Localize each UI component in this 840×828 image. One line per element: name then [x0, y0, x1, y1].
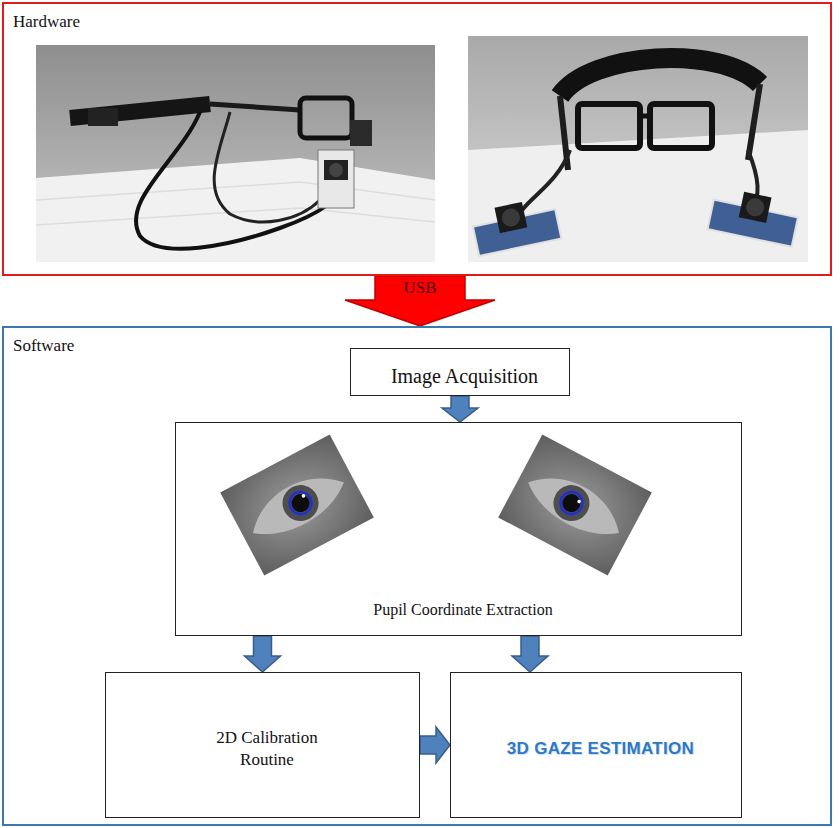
output-box: 3D GAZE ESTIMATION [450, 672, 742, 818]
flow-arrow [245, 636, 281, 672]
process-box: 2D Calibration Routine [105, 672, 420, 818]
usb-arrow [345, 276, 495, 326]
flow-arrow [420, 727, 450, 763]
flow-arrow [442, 396, 478, 422]
process-box: Image Acquisition [350, 348, 570, 396]
software-panel: SoftwareImage AcquisitionPupil Coordinat… [2, 326, 832, 826]
hardware-photo-front [468, 36, 808, 262]
box-label: 2D Calibration Routine [197, 727, 337, 771]
panel-heading: Software [13, 336, 74, 356]
hardware-panel: Hardware [2, 2, 832, 276]
eye-image-right [498, 434, 652, 575]
eye-image-left [220, 434, 374, 575]
panel-heading: Hardware [13, 12, 80, 32]
box-label: 3D GAZE ESTIMATION [507, 739, 694, 759]
hardware-photo-side [36, 45, 435, 262]
edge-label: USB [403, 278, 436, 298]
box-label: Pupil Coordinate Extraction [373, 601, 553, 619]
box-label: Image Acquisition [391, 365, 538, 388]
flow-arrow [512, 636, 548, 672]
image-panel-box: Pupil Coordinate Extraction [175, 422, 742, 636]
